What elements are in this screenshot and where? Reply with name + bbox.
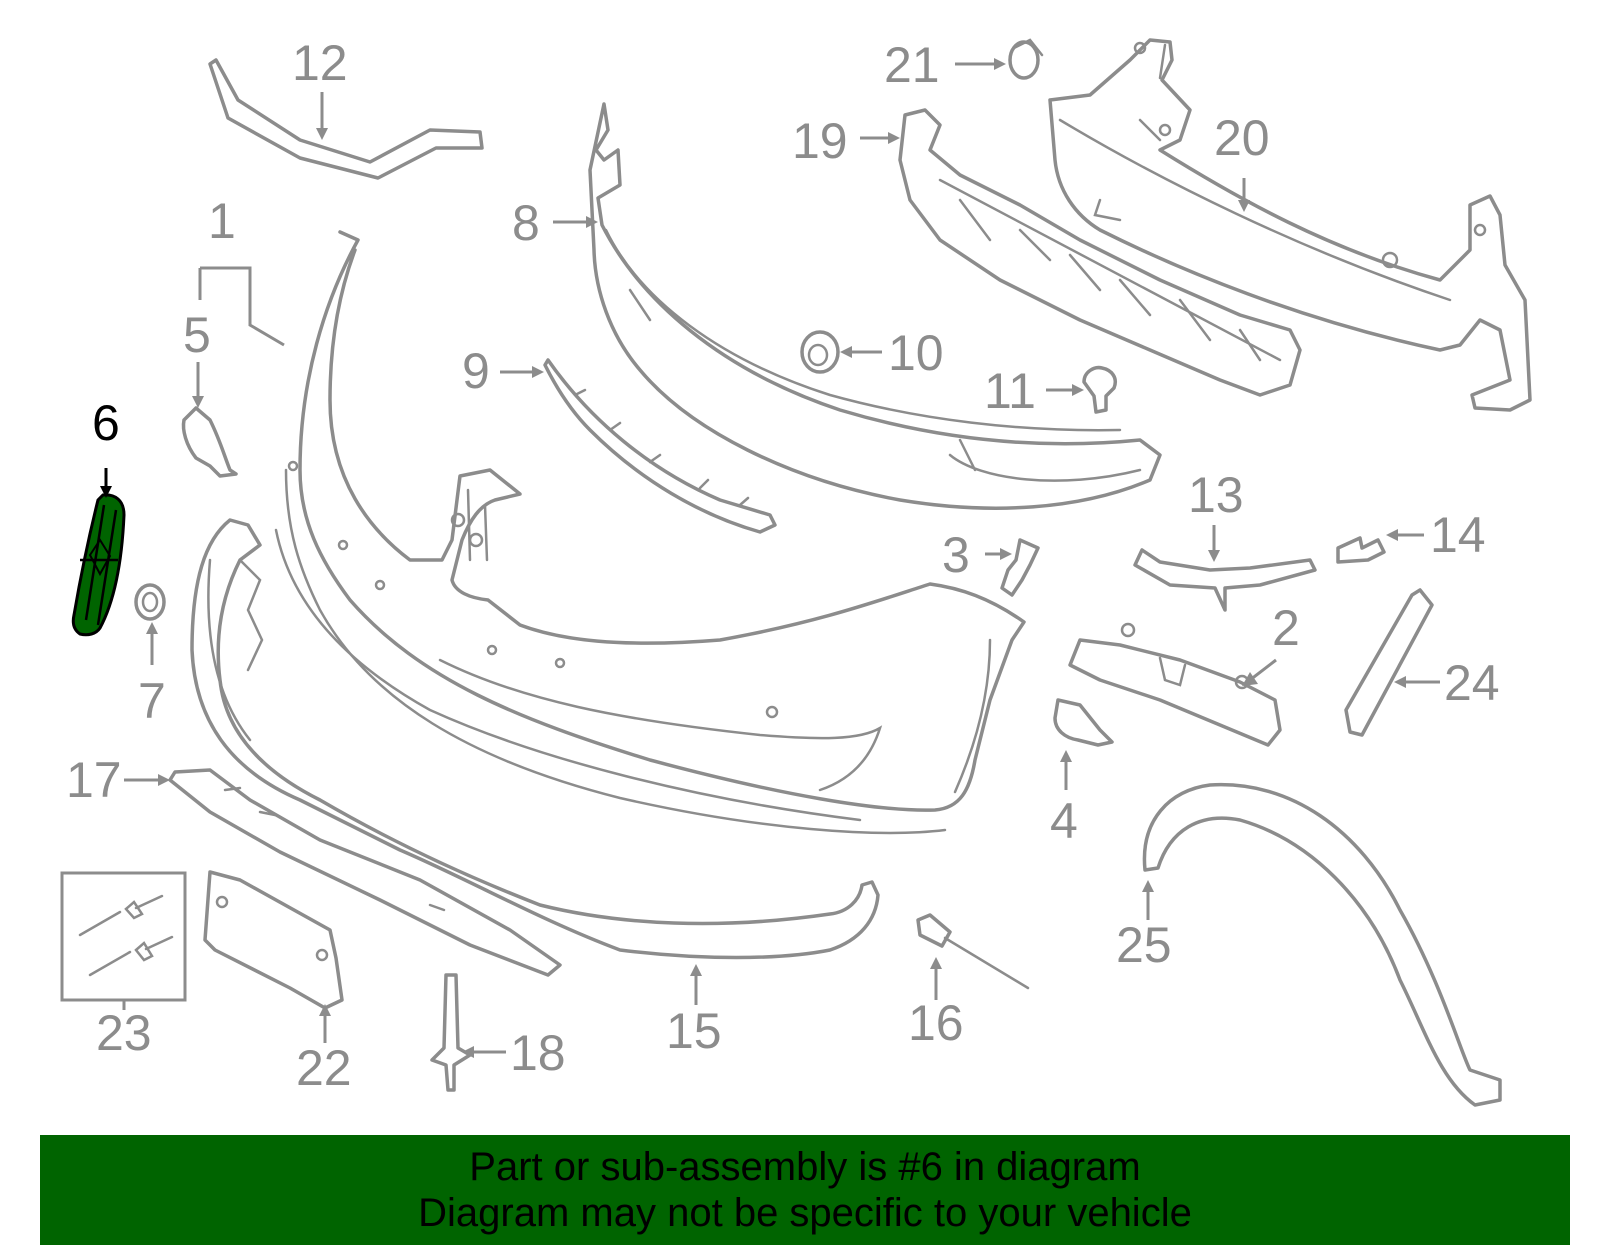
part-16-rivet [916,913,1030,990]
part-14-bolt [1336,536,1386,564]
part-12-bracket [208,58,484,180]
part-8-absorber [588,102,1162,510]
info-banner: Part or sub-assembly is #6 in diagram Di… [40,1135,1570,1245]
callout-8: 8 [512,195,540,251]
callout-10: 10 [888,325,944,381]
callout-16: 16 [908,995,964,1051]
part-11-pin [1082,365,1117,414]
part-22-plate-bracket [203,870,344,1010]
part-1-bumper-cover [274,230,1026,835]
part-24-strip [1344,588,1434,737]
banner-line-part: Part or sub-assembly is #6 in diagram [469,1145,1141,1189]
callout-18: 18 [510,1025,566,1081]
part-4-bracket [1053,698,1114,747]
callout-15: 15 [666,1003,722,1059]
callout-11: 11 [984,363,1036,419]
callout-14: 14 [1430,507,1486,563]
part-23-screw-kit [60,871,187,1002]
banner-line-disclaimer: Diagram may not be specific to your vehi… [418,1191,1192,1235]
callout-2: 2 [1272,600,1300,656]
callout-25: 25 [1116,917,1172,973]
part-20-beam [1048,38,1532,412]
part-21-nut [1008,38,1044,80]
callout-24: 24 [1444,655,1500,711]
part-19-absorber [898,108,1302,397]
part-2-lamp [1068,622,1282,747]
part-17-deflector [168,768,562,977]
part-3-sensor [1000,538,1040,597]
part-6-emblem [71,493,126,637]
callout-labels: 1 2 3 4 5 6 7 8 9 10 11 12 13 14 15 16 1… [66,35,1500,1096]
callout-23: 23 [96,1005,152,1061]
callout-1: 1 [208,193,236,249]
callout-4: 4 [1050,793,1078,849]
part-15-valance [190,518,880,960]
part-10-nut [800,330,840,374]
callout-7: 7 [138,673,166,729]
callout-13: 13 [1188,467,1244,523]
callout-19: 19 [792,113,848,169]
callout-9: 9 [462,343,490,399]
callout-12: 12 [292,35,348,91]
callout-22: 22 [296,1040,352,1096]
part-5-bracket [181,406,238,478]
part-18-pin [430,973,472,1092]
part-25-molding [1142,782,1502,1107]
callout-5: 5 [183,307,211,363]
callout-3: 3 [942,527,970,583]
callout-20: 20 [1214,110,1270,166]
part-7-grommet [134,583,166,621]
callout-17: 17 [66,752,122,808]
leader-lines [100,58,1440,1058]
callout-21: 21 [884,37,940,93]
part-9-strip [543,358,777,534]
callout-6: 6 [92,395,120,451]
part-13-bracket [1133,548,1317,612]
